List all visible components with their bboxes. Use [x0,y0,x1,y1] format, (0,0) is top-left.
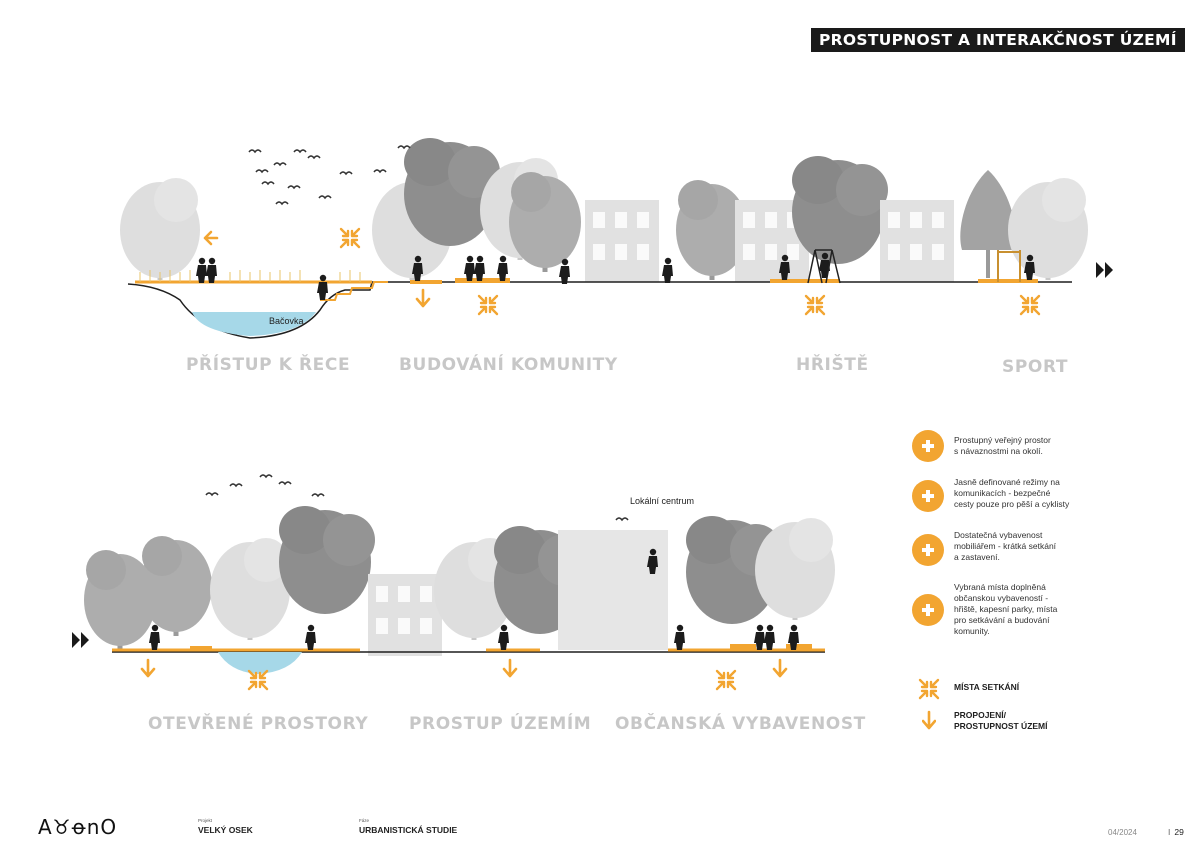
page-separator: I [1168,827,1171,837]
section-label-sport: SPORT [1002,357,1069,377]
local-center-label: Lokální centrum [630,496,695,506]
plus-circle-icon [912,430,944,462]
logo: A♉ꝋnO [38,815,118,839]
legend-key-meeting-places: MÍSTA SETKÁNÍ [912,674,1182,700]
bottom-section [72,474,835,691]
legend-item-text: Jasně definované režimy na komunikacích … [954,477,1070,509]
plus-circle-icon [912,534,944,566]
footer-project-value: VELKÝ OSEK [198,825,253,835]
footer-project-caption: Projekt [198,818,213,823]
legend-item: Dostatečná vybavenost mobiliářem - krátk… [912,530,1182,570]
top-section [120,138,1113,339]
river-name-label: Bačovka [269,316,304,326]
section-label-community: BUDOVÁNÍ KOMUNITY [399,355,618,375]
legend-item-text: Prostupný veřejný prostor s návaznostmi … [954,435,1051,456]
section-label-playground: HŘIŠTĚ [796,355,869,375]
footer-date: 04/2024 [1108,828,1137,837]
page-title: PROSTUPNOST A INTERAKČNOST ÚZEMÍ [811,28,1185,52]
legend-key-label: PROPOJENÍ/ PROSTUPNOST ÚZEMÍ [954,710,1048,731]
page-number-value: 29 [1174,827,1184,837]
legend-item-text: Vybraná místa doplněná občanskou vybaven… [954,582,1058,636]
converging-arrows-icon [918,678,940,700]
footer-phase-value: URBANISTICKÁ STUDIE [359,825,458,835]
legend-item-text: Dostatečná vybavenost mobiliářem - krátk… [954,530,1057,562]
footer-phase: Fáze URBANISTICKÁ STUDIE [359,818,457,836]
section-label-permeability: PROSTUP ÚZEMÍM [409,714,592,734]
plus-circle-icon [912,594,944,626]
legend-item: Jasně definované režimy na komunikacích … [912,477,1182,517]
legend-key-label: MÍSTA SETKÁNÍ [954,682,1020,692]
section-label-open-spaces: OTEVŘENÉ PROSTORY [148,714,369,734]
section-label-amenities: OBČANSKÁ VYBAVENOST [615,714,866,734]
down-arrow-icon [922,710,936,730]
plus-circle-icon [912,480,944,512]
legend-item: Vybraná místa doplněná občanskou vybaven… [912,582,1182,640]
section-label-river-access: PŘÍSTUP K ŘECE [186,355,351,375]
footer-phase-caption: Fáze [359,818,370,823]
legend-key-connectivity: PROPOJENÍ/ PROSTUPNOST ÚZEMÍ [912,708,1182,734]
footer-project: Projekt VELKÝ OSEK [198,818,253,836]
legend-item: Prostupný veřejný prostor s návaznostmi … [912,430,1182,462]
